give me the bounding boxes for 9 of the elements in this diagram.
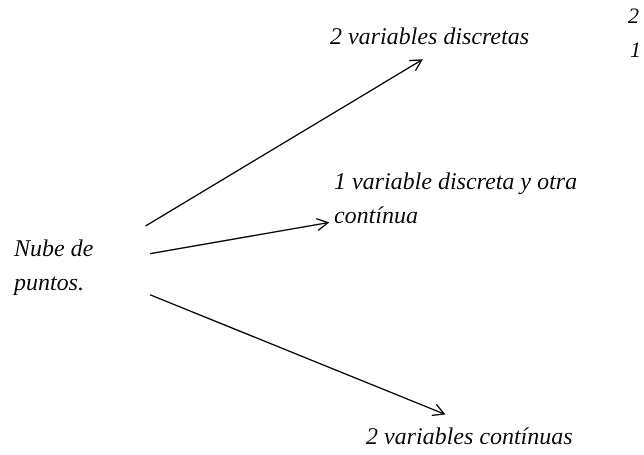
handwritten-text: 2 variables discretas xyxy=(330,20,590,54)
arrow xyxy=(150,294,445,416)
arrow xyxy=(150,218,329,254)
arrow xyxy=(145,59,422,227)
handwritten-text: 2 variables contínuas xyxy=(366,420,636,454)
handwritten-text: Nube de puntos. xyxy=(14,232,144,300)
handwritten-text: 1 variable discreta y otra contínua xyxy=(334,165,594,233)
note-text: 1 xyxy=(630,36,641,64)
note-text: 2 xyxy=(628,2,639,30)
